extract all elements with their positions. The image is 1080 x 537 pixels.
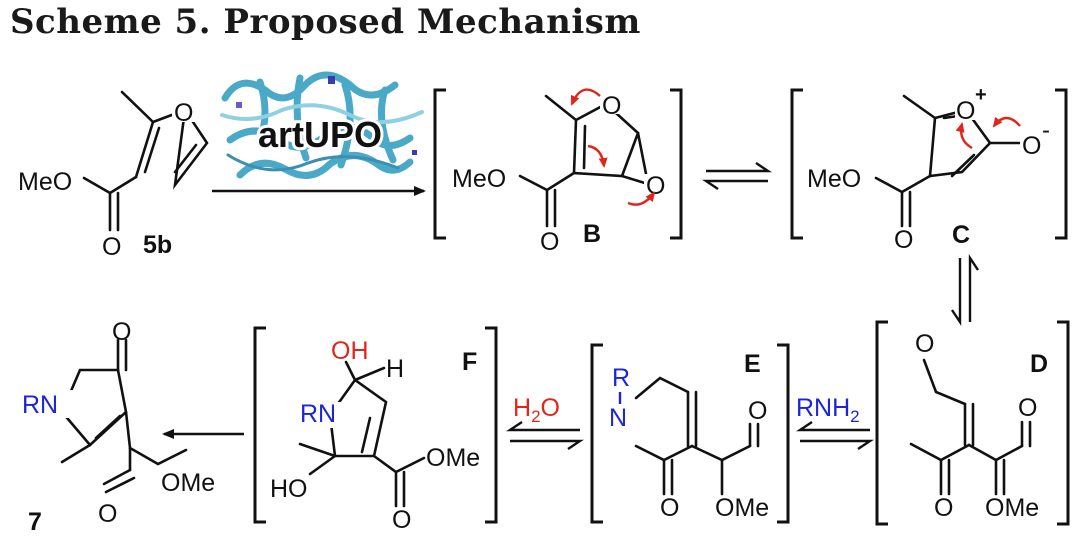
amine-reagent: RNH2: [796, 394, 860, 426]
B-ring-oxygen: O: [602, 92, 621, 120]
intermediate-C: O + O - MeO O C: [790, 84, 1068, 254]
7-lactam-oxygen: O: [112, 318, 131, 346]
F-HO: HO: [270, 475, 308, 503]
amine-reagent-text: RNH: [796, 394, 850, 422]
7-methoxy: OMe: [161, 469, 215, 497]
C-methoxy: MeO: [807, 165, 861, 193]
B-label: B: [583, 220, 601, 248]
equilibrium-E-F: H2O: [506, 394, 584, 450]
B-epoxide-oxygen: O: [646, 172, 665, 200]
C-alkoxide-charge: -: [1042, 117, 1050, 144]
D-methoxy: OMe: [985, 494, 1039, 522]
7-RN: RN: [22, 391, 58, 419]
E-label: E: [744, 350, 761, 378]
7-ester-oxygen: O: [98, 500, 117, 528]
D-label: D: [1030, 350, 1048, 378]
equilibrium-C-D: [951, 254, 979, 326]
F-hydroxyl: OH: [331, 337, 369, 365]
svg-text:O: O: [174, 99, 193, 127]
E-methoxy: OMe: [715, 494, 769, 522]
equilibrium-D-E: RNH2: [796, 394, 874, 450]
C-carbonyl-oxygen: O: [894, 226, 913, 254]
protein-structure-graphic: [220, 71, 424, 179]
C-oxonium-charge: +: [975, 84, 987, 106]
methoxy-label-5b: MeO: [18, 168, 72, 196]
B-carbonyl-oxygen: O: [540, 228, 559, 256]
F-ester-oxygen: O: [392, 506, 411, 534]
compound-label-5b: 5b: [143, 231, 172, 259]
E-R-group: R: [612, 364, 630, 392]
C-label: C: [952, 221, 970, 249]
intermediate-E: R N O O OMe E: [590, 343, 790, 524]
E-ester-oxygen: O: [748, 397, 767, 425]
D-aldehyde-oxygen: O: [915, 330, 934, 358]
intermediate-B: O O MeO O B: [433, 88, 683, 256]
E-imine-nitrogen: N: [609, 404, 627, 432]
svg-text:O: O: [102, 233, 121, 261]
F-RN: RN: [300, 400, 336, 428]
F-hydrogen: H: [386, 355, 404, 383]
compound-5b: MeO O MeO O 5b: [18, 90, 209, 261]
D-ketone-oxygen: O: [934, 494, 953, 522]
F-label: F: [462, 348, 477, 376]
scheme-title: Scheme 5. Proposed Mechanism: [10, 2, 641, 42]
C-alkoxide-oxygen: O: [1022, 132, 1041, 160]
F-methoxy: OMe: [426, 444, 480, 472]
enzyme-artupo: artUPO: [220, 71, 424, 179]
E-ketone-oxygen: O: [660, 494, 679, 522]
B-methoxy: MeO: [452, 165, 506, 193]
compound-label-7: 7: [28, 508, 42, 536]
intermediate-F: OH H RN HO O OMe F: [253, 326, 498, 534]
intermediate-D: O O O OMe D: [875, 320, 1070, 526]
product-7: O RN O OMe 7: [22, 318, 215, 536]
water-reagent: H2O: [513, 394, 560, 426]
enzyme-label: artUPO: [258, 114, 382, 155]
C-ring-oxygen: O: [956, 97, 975, 125]
D-ester-oxygen: O: [1018, 394, 1037, 422]
equilibrium-B-C: [702, 162, 772, 190]
